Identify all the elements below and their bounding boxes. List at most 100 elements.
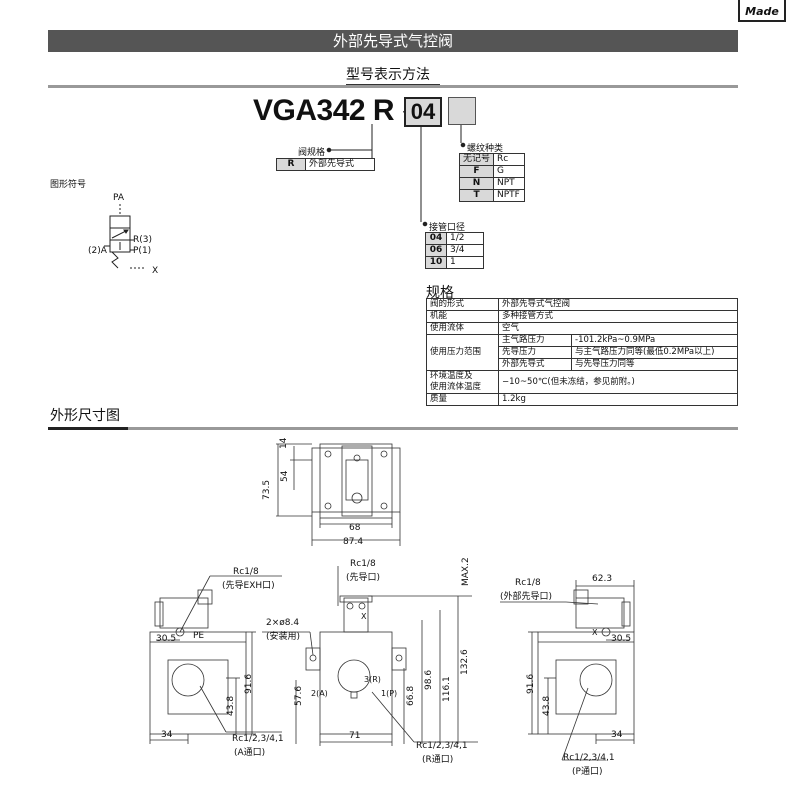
spec-subkey: 先导压力 (498, 346, 572, 359)
right-p-port: (P通口) (572, 767, 603, 777)
spec-key: 机能 (426, 310, 499, 323)
thread-code-box (448, 97, 476, 125)
left-a-port: (A通口) (234, 748, 266, 758)
pneumatic-symbol (104, 204, 146, 269)
center-mount: (安装用) (266, 632, 301, 642)
spec-value: 空气 (498, 322, 738, 335)
center-rc18: Rc1/8 (350, 559, 376, 569)
right-x: X (592, 628, 598, 637)
right-d62-3: 62.3 (592, 574, 613, 584)
ordering-heading: 型号表示方法 (346, 67, 430, 83)
spec-value: 与先导压力同等 (571, 358, 738, 371)
center-d57-6: 57.6 (294, 685, 304, 706)
left-d34: 34 (161, 730, 173, 740)
right-rc18: Rc1/8 (515, 578, 541, 588)
center-r-port: (R通口) (422, 755, 454, 765)
ordering-divider (48, 85, 738, 88)
center-d98-6: 98.6 (424, 669, 434, 690)
symbol-p: P(1) (133, 246, 152, 256)
right-ext: (外部先导口) (500, 592, 553, 602)
dims-heading-underline (48, 427, 128, 430)
center-max2: MAX.2 (461, 557, 471, 586)
table-row: 环境温度及使用流体温度−10~50℃(但未冻结，参见前附。) (426, 370, 738, 394)
right-d30-5: 30.5 (611, 634, 632, 644)
port-desc: 1/2 (446, 232, 484, 245)
dims-divider (128, 427, 738, 430)
dim-73-5: 73.5 (262, 479, 272, 500)
port-code-box: 04 (404, 97, 442, 127)
page-title: 外部先导式气控阀 (48, 30, 738, 52)
spec-value: 多种接管方式 (498, 310, 738, 323)
thread-label: 螺纹种类 (467, 144, 504, 154)
dim-14: 14 (279, 437, 289, 449)
spec-value: 与主气路压力同等(最低0.2MPa以上) (571, 346, 738, 359)
center-d71: 71 (349, 731, 361, 741)
thread-code: 无记号 (458, 153, 495, 166)
thread-desc: G (493, 165, 526, 178)
right-d43-8: 43.8 (542, 695, 552, 716)
spec-key-line2: 使用流体温度 (430, 382, 482, 392)
thread-desc: NPTF (493, 189, 526, 202)
valve-spec-desc: 外部先导式 (305, 158, 375, 171)
right-rc-p: Rc1/2,3/4,1 (563, 753, 615, 763)
left-d30-5: 30.5 (156, 634, 177, 644)
port-code: 06 (425, 244, 447, 257)
dims-heading: 外形尺寸图 (50, 408, 120, 424)
center-pilot: (先导口) (346, 573, 381, 583)
left-d91-6: 91.6 (244, 673, 254, 694)
table-row: 使用压力范围主气路压力-101.2kPa~0.9MPa (426, 334, 738, 371)
center-rc-r: Rc1/2,3/4,1 (416, 741, 468, 751)
center-x: X (361, 612, 367, 621)
center-port1: 1(P) (381, 689, 398, 698)
port-code: 10 (425, 256, 447, 269)
spec-table: 阀的形式外部先导式气控阀 机能多种接管方式 使用流体空气 使用压力范围主气路压力… (426, 298, 738, 406)
spec-value: -101.2kPa~0.9MPa (571, 334, 738, 347)
center-d66-8: 66.8 (406, 685, 416, 706)
model-code: VGA342 R － (253, 94, 422, 128)
center-holes: 2×ø8.4 (266, 618, 300, 628)
symbol-x: X (152, 266, 159, 276)
spec-key: 环境温度及使用流体温度 (426, 370, 499, 394)
center-d132-6: 132.6 (460, 649, 470, 675)
left-pe: PE (193, 631, 205, 641)
port-label: 接管口径 (429, 223, 466, 233)
made-badge: Made (738, 0, 786, 22)
spec-value: −10~50℃(但未冻结，参见前附。) (498, 370, 738, 394)
right-d34: 34 (611, 730, 623, 740)
thread-code: F (458, 165, 495, 178)
spec-subkey: 主气路压力 (498, 334, 572, 347)
symbol-a: (2)A (88, 246, 107, 256)
valve-spec-label: 阀规格 (298, 148, 326, 158)
table-row: 使用流体空气 (426, 322, 738, 335)
symbol-pa: PA (113, 193, 125, 203)
dim-54: 54 (280, 470, 290, 482)
spec-key-line1: 环境温度及 (430, 371, 473, 381)
left-rc18: Rc1/8 (233, 567, 259, 577)
spec-key: 阀的形式 (426, 298, 499, 311)
dimension-drawings (149, 443, 635, 761)
symbol-label: 图形符号 (50, 180, 87, 190)
center-port2: 2(A) (311, 689, 328, 698)
thread-code: T (458, 189, 495, 202)
right-d91-6: 91.6 (526, 673, 536, 694)
center-d116-1: 116.1 (442, 676, 452, 702)
spec-value: 1.2kg (498, 393, 738, 406)
valve-spec-code: R (276, 158, 306, 171)
port-desc: 1 (446, 256, 484, 269)
spec-key: 使用压力范围 (426, 334, 499, 371)
spec-key: 使用流体 (426, 322, 499, 335)
port-code: 04 (425, 232, 447, 245)
port-desc: 3/4 (446, 244, 484, 257)
dim-87-4: 87.4 (343, 537, 364, 547)
center-port3: 3(R) (364, 675, 381, 684)
table-row: 阀的形式外部先导式气控阀 (426, 298, 738, 311)
dim-68: 68 (349, 523, 361, 533)
spec-subkey: 外部先导式 (498, 358, 572, 371)
